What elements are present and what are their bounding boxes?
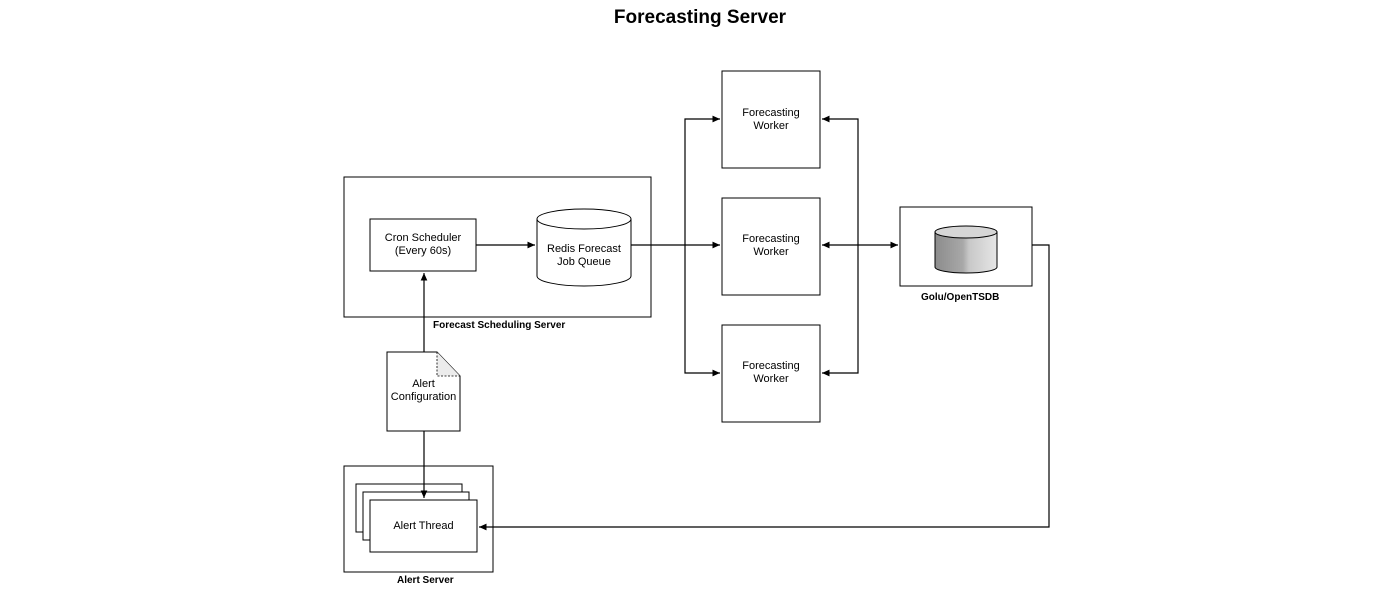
cron-scheduler-box xyxy=(369,218,477,272)
alert-configuration-label: Alert Configuration xyxy=(390,378,457,403)
job-queue-label: Redis Forecast Job Queue xyxy=(547,243,621,268)
connector-queue-to-worker-top xyxy=(684,115,720,245)
worker-top-label: Forecasting Worker xyxy=(742,107,800,132)
alert-thread-label: Alert Thread xyxy=(393,519,454,532)
database-cylinder-icon xyxy=(934,225,998,274)
worker-bottom-label: Forecasting Worker xyxy=(742,360,800,385)
alert-server-label: Alert Server xyxy=(397,575,454,586)
cron-scheduler-label: Cron Scheduler (Every 60s) xyxy=(384,232,462,257)
worker-middle-label: Forecasting Worker xyxy=(742,233,800,258)
connector-queue-to-worker-bottom xyxy=(684,245,720,377)
forecasting-worker-middle-box xyxy=(721,197,821,296)
database-label: Golu/OpenTSDB xyxy=(921,292,1000,303)
connector-db-to-alert-thread xyxy=(479,244,1050,531)
connector-db-to-worker-bottom xyxy=(822,245,859,377)
forecasting-worker-top-box xyxy=(721,70,821,169)
connector-db-to-worker-top xyxy=(822,115,859,245)
redis-queue-cylinder xyxy=(536,208,632,287)
forecasting-worker-bottom-box xyxy=(721,324,821,423)
diagram-title: Forecasting Server xyxy=(613,7,787,28)
scheduling-server-label: Forecast Scheduling Server xyxy=(433,320,566,331)
alert-thread-box xyxy=(369,499,478,553)
alert-configuration-document xyxy=(386,351,461,432)
